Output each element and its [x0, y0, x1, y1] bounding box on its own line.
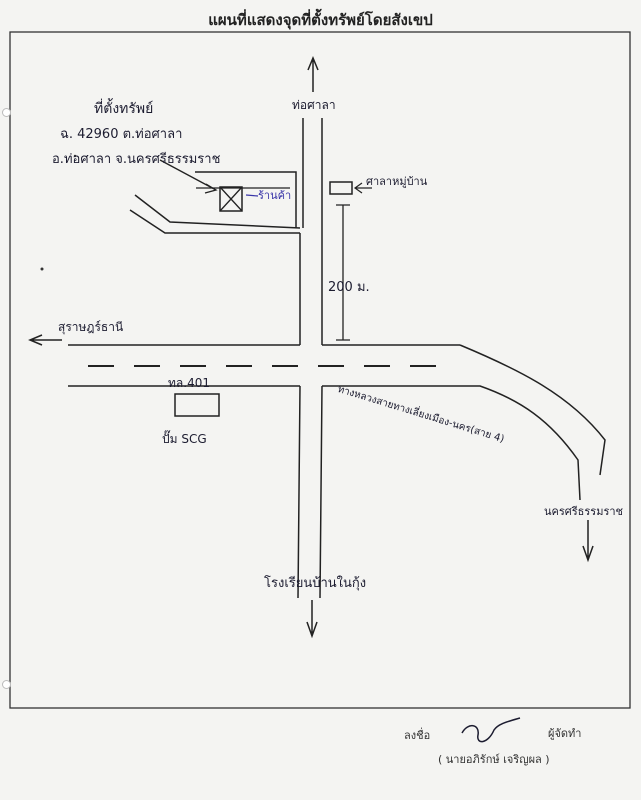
ptt-marker: [174, 393, 220, 417]
shop-label: ร้านค้า: [258, 189, 292, 202]
sala-pointer: [353, 182, 372, 194]
property-marker: [219, 186, 243, 212]
distance-label: 200 ม.: [328, 280, 370, 295]
property-line1: ฉ. 42960 ต.ท่อศาลา: [60, 127, 183, 142]
north-label: ท่อศาลา: [292, 98, 336, 112]
signature-scribble: [461, 717, 521, 743]
side-road-north-edge: [195, 171, 297, 228]
sala-label: ศาลาหมู่บ้าน: [366, 175, 428, 188]
speck: [73, 154, 77, 158]
bypass-outer-edge: [459, 344, 606, 476]
east-label: นครศรีธรรมราช: [544, 505, 624, 518]
east-arrow: [582, 520, 594, 563]
map-frame: [9, 31, 631, 709]
side-road-diagonal-1: [134, 194, 301, 229]
punch-hole: [2, 108, 11, 117]
signer-name: ( นายอภิรักษ์ เจริญผล ): [438, 753, 550, 766]
property-heading: ที่ตั้งทรัพย์: [94, 101, 154, 117]
ptt-label: ปั๊ม SCG: [162, 432, 207, 446]
west-label: สุราษฎร์ธานี: [58, 320, 124, 334]
sign-label: ลงชื่อ: [404, 729, 431, 742]
main-road-east-edge: [319, 118, 323, 599]
highway-label: ทล.401: [168, 376, 210, 390]
west-arrow: [28, 334, 62, 346]
main-road-west-edge: [297, 118, 304, 599]
north-arrow: [307, 56, 319, 92]
property-cross: [219, 186, 243, 212]
property-pointer: [159, 159, 218, 194]
sala-marker: [329, 181, 353, 195]
punch-hole: [2, 680, 11, 689]
school-label: โรงเรียนบ้านในกุ้ง: [264, 576, 367, 591]
speck: [40, 267, 44, 271]
distance-marker: [336, 204, 350, 341]
south-arrow: [306, 600, 318, 639]
role-label: ผู้จัดทำ: [548, 727, 582, 740]
side-road-diagonal-2: [129, 209, 300, 234]
property-line2: อ.ท่อศาลา จ.นครศรีธรรมราช: [52, 152, 221, 167]
shop-pointer: [245, 194, 259, 197]
page-title: แผนที่แสดงจุดที่ตั้งทรัพย์โดยสังเขป: [208, 11, 433, 29]
bypass-inner-edge: [345, 385, 581, 501]
